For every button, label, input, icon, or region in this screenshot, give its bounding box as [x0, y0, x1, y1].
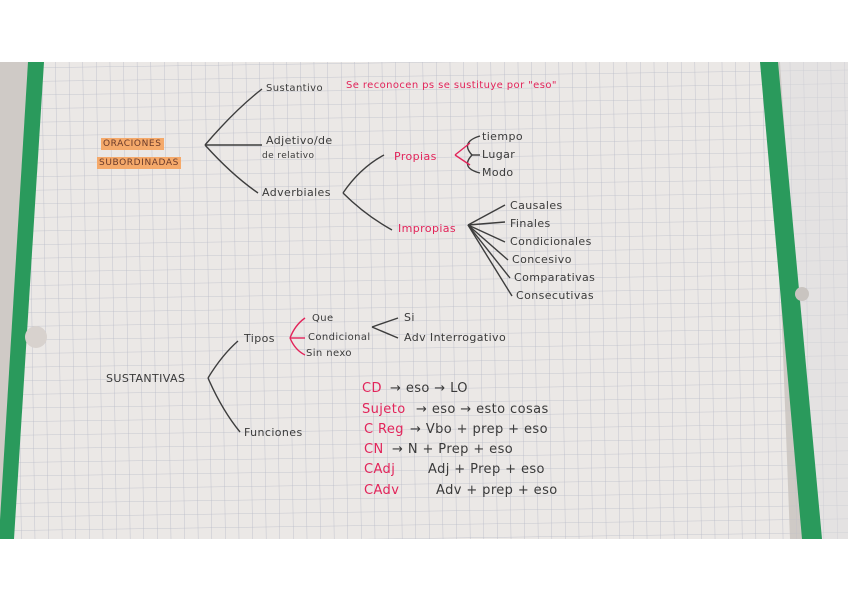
func-cn-rule: → N + Prep + eso [392, 442, 514, 457]
func-cn-label: CN [364, 442, 384, 457]
label-finales: Finales [510, 217, 551, 230]
func-creg-rule: → Vbo + prep + eso [410, 422, 548, 437]
label-adjetivo: Adjetivo/de [266, 134, 333, 147]
label-funciones: Funciones [244, 426, 303, 439]
label-condicional: Condicional [308, 332, 371, 343]
label-adverbiales: Adverbiales [262, 186, 331, 199]
func-sujeto-label: Sujeto [362, 402, 406, 417]
label-causales: Causales [510, 199, 563, 212]
label-comparativas: Comparativas [514, 271, 596, 284]
func-cadv-label: CAdv [364, 483, 400, 498]
label-sustantivas: SUSTANTIVAS [106, 372, 186, 385]
label-lugar: Lugar [482, 148, 516, 161]
func-cadj-rule: Adj + Prep + eso [428, 462, 545, 477]
func-creg-label: C Reg [364, 422, 404, 437]
func-cadv-rule: Adv + prep + eso [436, 483, 558, 498]
func-cd-rule: → eso → LO [390, 381, 468, 396]
label-tipos: Tipos [244, 332, 275, 345]
label-modo: Modo [482, 166, 514, 179]
title-oraciones: ORACIONES [101, 138, 164, 150]
punch-hole-right [795, 287, 809, 301]
label-sustantivo: Sustantivo [266, 83, 324, 94]
label-que: Que [312, 313, 334, 324]
label-concesivas: Concesivo [512, 253, 572, 266]
title-subordinadas: SUBORDINADAS [97, 157, 181, 169]
func-cadj-label: CAdj [364, 462, 396, 477]
label-relativo: de relativo [262, 151, 315, 161]
func-cd-label: CD [362, 381, 382, 396]
label-tiempo: tiempo [482, 130, 523, 143]
sustantivo-note: Se reconocen ps se sustituye por "eso" [346, 80, 557, 91]
label-sin-nexo: Sin nexo [306, 348, 352, 359]
func-sujeto-rule: → eso → esto cosas [416, 402, 549, 417]
label-adv-interrogativo: Adv Interrogativo [404, 331, 507, 344]
label-impropias: Impropias [398, 222, 457, 235]
label-si: Si [404, 311, 415, 324]
punch-hole-left [25, 326, 47, 348]
label-propias: Propias [394, 150, 437, 163]
label-condicionales: Condicionales [510, 235, 592, 248]
label-consecutivas: Consecutivas [516, 289, 595, 302]
